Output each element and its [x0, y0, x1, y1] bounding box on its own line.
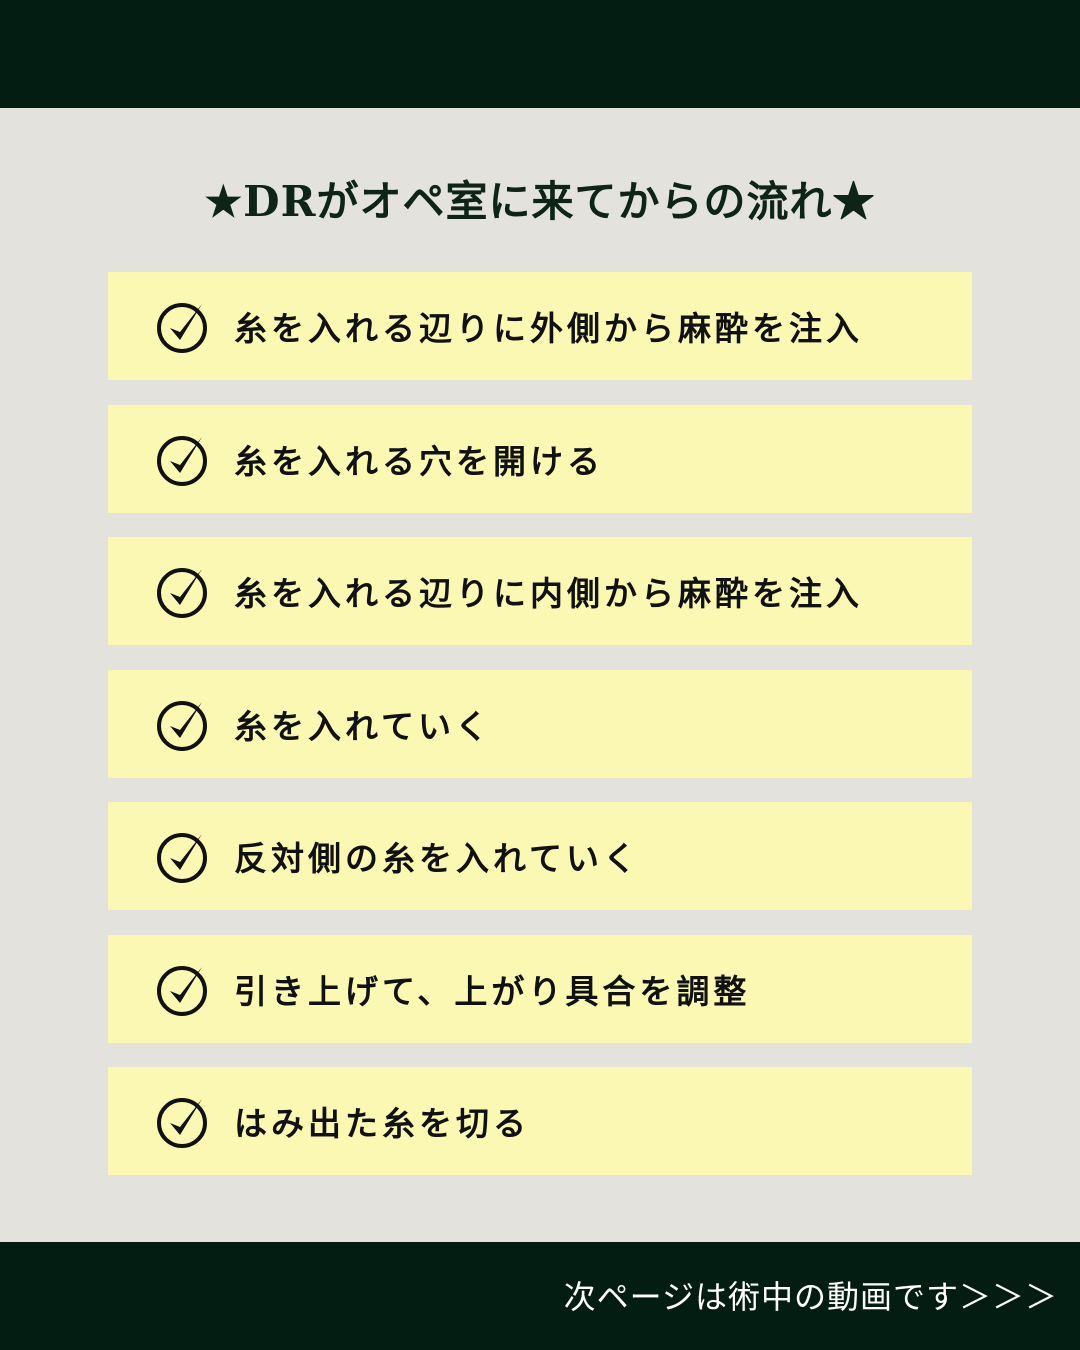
- checklist-item: 糸を入れる辺りに外側から麻酔を注入: [108, 272, 972, 380]
- checklist-item: はみ出た糸を切る: [108, 1067, 972, 1175]
- checklist-item: 糸を入れていく: [108, 669, 972, 778]
- top-bar: [0, 0, 1080, 108]
- bottom-bar: [0, 1242, 1080, 1350]
- checklist: 糸を入れる辺りに外側から麻酔を注入 糸を入れる穴を開ける 糸を入れる辺りに内側か…: [108, 272, 972, 1200]
- checklist-item-label: 反対側の糸を入れていく: [234, 839, 641, 878]
- check-circle-icon: [157, 965, 207, 1016]
- next-page-link[interactable]: 次ページは術中の動画です＞＞＞: [563, 1278, 1058, 1316]
- check-circle-icon: [157, 568, 207, 618]
- checklist-item-label: 糸を入れる辺りに外側から麻酔を注入: [234, 309, 863, 348]
- checklist-item-label: 糸を入れる穴を開ける: [234, 441, 604, 481]
- check-circle-icon: [157, 303, 207, 353]
- check-circle-icon: [157, 1098, 207, 1148]
- check-circle-icon: [157, 435, 207, 486]
- checklist-item: 糸を入れる辺りに内側から麻酔を注入: [108, 537, 972, 645]
- checklist-item-label: 糸を入れていく: [234, 706, 493, 746]
- check-circle-icon: [157, 833, 207, 883]
- checklist-item: 引き上げて、上がり具合を調整: [108, 934, 972, 1043]
- checklist-item: 糸を入れる穴を開ける: [108, 404, 972, 513]
- checklist-item-label: はみ出た糸を切る: [234, 1104, 530, 1143]
- checklist-item: 反対側の糸を入れていく: [108, 802, 972, 910]
- checklist-item-label: 糸を入れる辺りに内側から麻酔を注入: [234, 574, 863, 613]
- page-title: ★DRがオペ室に来てからの流れ★: [204, 177, 876, 226]
- check-circle-icon: [157, 700, 207, 751]
- checklist-item-label: 引き上げて、上がり具合を調整: [234, 971, 751, 1011]
